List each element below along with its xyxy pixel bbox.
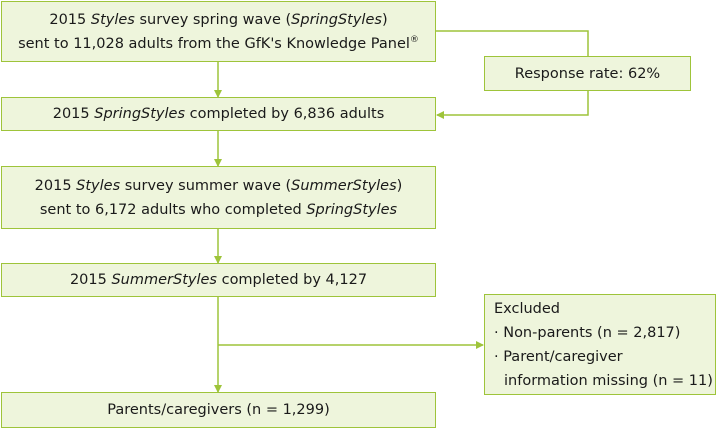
excluded-title: Excluded	[494, 300, 561, 317]
final-count-text: Parents/caregivers (n = 1,299)	[107, 402, 330, 418]
spring-sent-line2: sent to 11,028 adults from the GfK's Kno…	[18, 34, 419, 52]
excluded-item-non-parents: · Non-parents (n = 2,817)	[494, 324, 681, 341]
box-spring-completed: 2015 SpringStyles completed by 6,836 adu…	[1, 97, 436, 131]
connector-spring-to-response-rate	[436, 30, 589, 56]
summer-completed-text: 2015 SummerStyles completed by 4,127	[69, 272, 368, 288]
box-summer-completed: 2015 SummerStyles completed by 4,127	[1, 263, 436, 297]
registered-mark: ®	[409, 34, 419, 45]
excluded-item-missing-line2: information missing (n = 11)	[504, 372, 713, 389]
spring-sent-line1: 2015 Styles survey spring wave (SpringSt…	[49, 11, 388, 28]
box-summer-wave-sent: 2015 Styles survey summer wave (SummerSt…	[1, 166, 436, 229]
box-parents-caregivers: Parents/caregivers (n = 1,299)	[1, 392, 436, 428]
spring-completed-text: 2015 SpringStyles completed by 6,836 adu…	[52, 106, 385, 122]
box-response-rate: Response rate: 62%	[484, 56, 691, 91]
box-spring-wave-sent: 2015 Styles survey spring wave (SpringSt…	[1, 1, 436, 62]
box-excluded: Excluded · Non-parents (n = 2,817) · Par…	[484, 294, 716, 395]
arrow-response-rate-to-completed	[436, 91, 589, 119]
response-rate-text: Response rate: 62%	[514, 65, 661, 82]
summer-sent-line2: sent to 6,172 adults who completed Sprin…	[39, 201, 398, 218]
excluded-item-missing-line1: · Parent/caregiver	[494, 348, 623, 365]
summer-sent-line1: 2015 Styles survey summer wave (SummerSt…	[34, 177, 403, 194]
